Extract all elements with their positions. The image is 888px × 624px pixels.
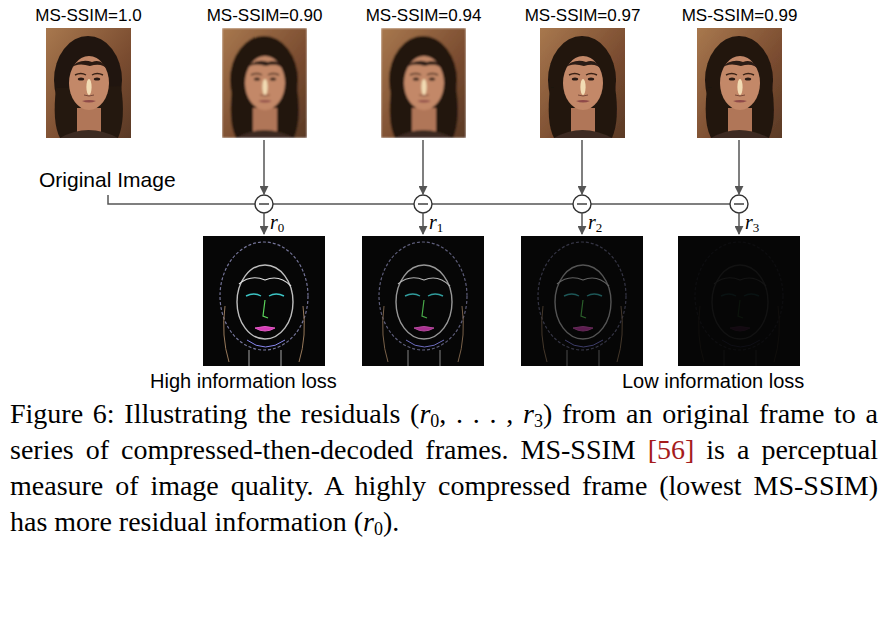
axis-note: Low information loss xyxy=(622,369,804,393)
face-frame xyxy=(381,28,466,138)
quality-label: MS-SSIM=0.99 xyxy=(682,6,798,26)
face-frame xyxy=(540,28,625,138)
frame-arrows xyxy=(264,140,739,194)
frame-node: MS-SSIM=0.99 xyxy=(697,6,782,140)
residual-images xyxy=(203,236,800,366)
residual-symbol: r1 xyxy=(429,211,443,233)
residual-arrows xyxy=(264,213,739,234)
frame-node: MS-SSIM=1.0Original Image xyxy=(46,6,131,194)
axis-note: High information loss xyxy=(150,369,337,393)
residual-symbol: r2 xyxy=(588,211,602,233)
residual-symbol: r3 xyxy=(745,211,759,233)
figure-caption: Figure 6: Illustrating the residuals (r0… xyxy=(10,396,878,540)
quality-label: MS-SSIM=0.94 xyxy=(366,6,482,26)
subtract-symbols xyxy=(255,195,748,213)
face-frame xyxy=(46,28,131,138)
quality-label: MS-SSIM=0.97 xyxy=(525,6,641,26)
face-frame xyxy=(222,28,307,138)
frame-node: MS-SSIM=0.97 xyxy=(540,6,625,140)
residual-symbol: r0 xyxy=(270,211,284,233)
frame-caption: Original Image xyxy=(37,168,178,192)
frame-node: MS-SSIM=0.90 xyxy=(222,6,307,140)
frame-node: MS-SSIM=0.94 xyxy=(381,6,466,140)
quality-label: MS-SSIM=1.0 xyxy=(35,6,141,26)
face-frame xyxy=(697,28,782,138)
quality-label: MS-SSIM=0.90 xyxy=(207,6,323,26)
